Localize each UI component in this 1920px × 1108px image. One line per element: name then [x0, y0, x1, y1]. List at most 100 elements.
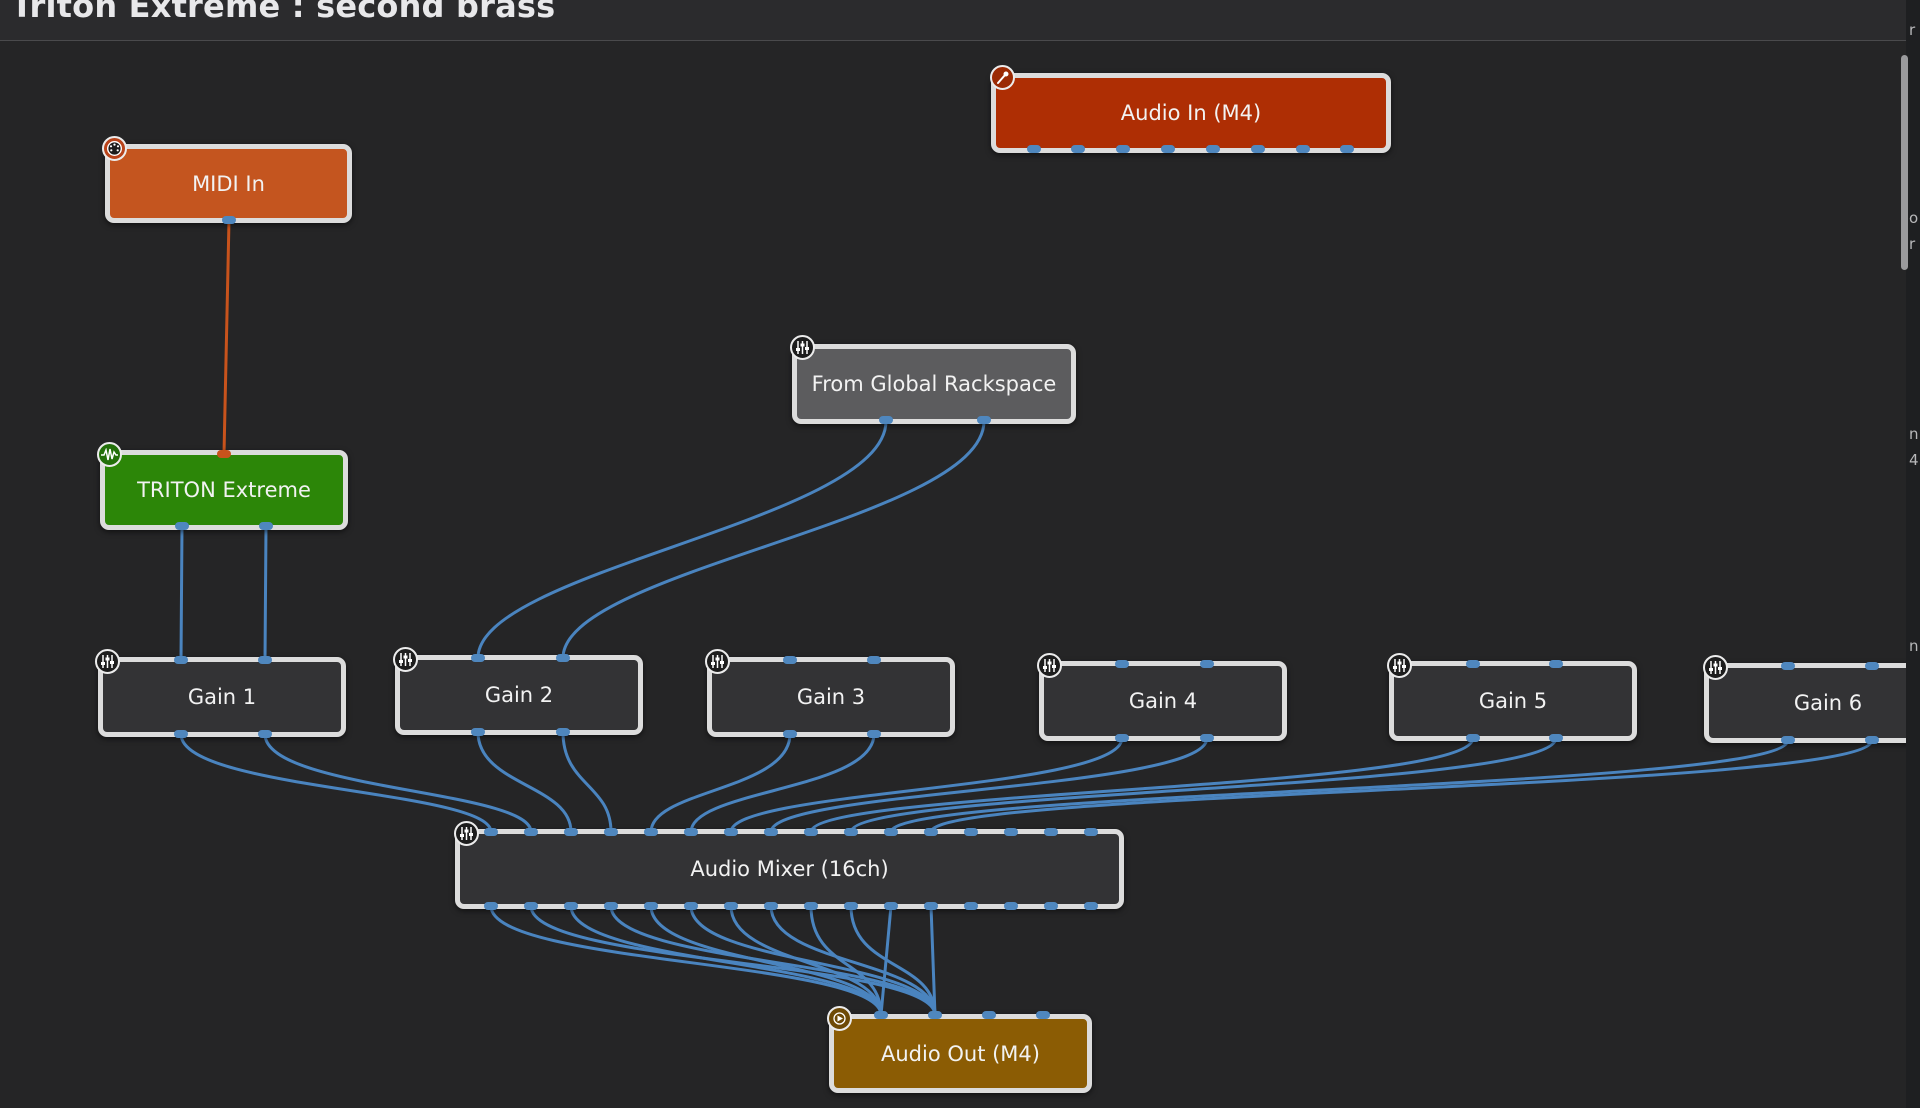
input-pin[interactable]: [174, 656, 188, 664]
output-pin[interactable]: [1161, 145, 1175, 153]
input-pin[interactable]: [484, 828, 498, 836]
input-pin[interactable]: [924, 828, 938, 836]
output-pin[interactable]: [1200, 734, 1214, 742]
node-audio-in[interactable]: Audio In (M4): [991, 73, 1391, 153]
output-pin[interactable]: [1044, 902, 1058, 910]
output-pin[interactable]: [564, 902, 578, 910]
input-pin[interactable]: [844, 828, 858, 836]
input-pin[interactable]: [874, 1011, 888, 1019]
output-pin[interactable]: [1004, 902, 1018, 910]
input-pin[interactable]: [644, 828, 658, 836]
output-pin[interactable]: [783, 730, 797, 738]
output-pin[interactable]: [804, 902, 818, 910]
input-pin[interactable]: [928, 1011, 942, 1019]
output-pin[interactable]: [1084, 902, 1098, 910]
sliders-icon[interactable]: [454, 821, 479, 846]
output-pin[interactable]: [1296, 145, 1310, 153]
input-pin[interactable]: [564, 828, 578, 836]
output-pin[interactable]: [1206, 145, 1220, 153]
output-pin[interactable]: [1027, 145, 1041, 153]
output-pin[interactable]: [684, 902, 698, 910]
input-pin[interactable]: [604, 828, 618, 836]
output-pin[interactable]: [964, 902, 978, 910]
node-gain-6[interactable]: Gain 6: [1704, 663, 1920, 743]
output-pin[interactable]: [884, 902, 898, 910]
input-pin[interactable]: [524, 828, 538, 836]
speaker-icon[interactable]: [827, 1006, 852, 1031]
output-pin[interactable]: [174, 730, 188, 738]
sliders-icon[interactable]: [1703, 655, 1728, 680]
output-pin[interactable]: [844, 902, 858, 910]
output-pin[interactable]: [1781, 736, 1795, 744]
output-pin[interactable]: [604, 902, 618, 910]
sliders-icon[interactable]: [790, 335, 815, 360]
output-pin[interactable]: [879, 416, 893, 424]
output-pin[interactable]: [175, 522, 189, 530]
input-pin[interactable]: [783, 656, 797, 664]
node-gain-2[interactable]: Gain 2: [395, 655, 643, 735]
node-audio-out[interactable]: Audio Out (M4): [829, 1014, 1092, 1093]
input-pin[interactable]: [1865, 662, 1879, 670]
node-gain-1[interactable]: Gain 1: [98, 657, 346, 737]
output-pin[interactable]: [471, 728, 485, 736]
input-pin[interactable]: [1115, 660, 1129, 668]
input-pin[interactable]: [724, 828, 738, 836]
input-pin[interactable]: [684, 828, 698, 836]
vertical-scrollbar-thumb[interactable]: [1901, 55, 1908, 270]
sliders-icon[interactable]: [705, 649, 730, 674]
input-pin[interactable]: [258, 656, 272, 664]
output-pin[interactable]: [1115, 734, 1129, 742]
output-pin[interactable]: [1549, 734, 1563, 742]
microphone-icon[interactable]: [990, 65, 1015, 90]
output-pin[interactable]: [222, 216, 236, 224]
output-pin[interactable]: [1340, 145, 1354, 153]
input-pin[interactable]: [884, 828, 898, 836]
input-pin[interactable]: [1044, 828, 1058, 836]
input-pin[interactable]: [1004, 828, 1018, 836]
node-gain-3[interactable]: Gain 3: [707, 657, 955, 737]
waveform-icon[interactable]: [97, 442, 122, 467]
output-pin[interactable]: [764, 902, 778, 910]
output-pin[interactable]: [977, 416, 991, 424]
midi-port-icon[interactable]: [102, 136, 127, 161]
input-pin[interactable]: [471, 654, 485, 662]
node-label: Audio Mixer (16ch): [690, 857, 889, 881]
input-pin[interactable]: [964, 828, 978, 836]
output-pin[interactable]: [1071, 145, 1085, 153]
output-pin[interactable]: [867, 730, 881, 738]
input-pin[interactable]: [1781, 662, 1795, 670]
output-pin[interactable]: [724, 902, 738, 910]
input-pin[interactable]: [556, 654, 570, 662]
output-pin[interactable]: [1865, 736, 1879, 744]
input-pin[interactable]: [1549, 660, 1563, 668]
node-audio-mixer[interactable]: Audio Mixer (16ch): [455, 829, 1124, 909]
output-pin[interactable]: [556, 728, 570, 736]
input-pin[interactable]: [867, 656, 881, 664]
output-pin[interactable]: [484, 902, 498, 910]
sliders-icon[interactable]: [393, 647, 418, 672]
output-pin[interactable]: [1251, 145, 1265, 153]
input-pin[interactable]: [1036, 1011, 1050, 1019]
input-pin[interactable]: [804, 828, 818, 836]
output-pin[interactable]: [524, 902, 538, 910]
input-pin[interactable]: [1084, 828, 1098, 836]
output-pin[interactable]: [259, 522, 273, 530]
output-pin[interactable]: [1466, 734, 1480, 742]
node-gain-4[interactable]: Gain 4: [1039, 661, 1287, 741]
output-pin[interactable]: [258, 730, 272, 738]
node-gain-5[interactable]: Gain 5: [1389, 661, 1637, 741]
output-pin[interactable]: [644, 902, 658, 910]
input-pin[interactable]: [217, 450, 231, 458]
output-pin[interactable]: [924, 902, 938, 910]
input-pin[interactable]: [982, 1011, 996, 1019]
node-midi-in[interactable]: MIDI In: [105, 144, 352, 223]
node-from-global-rackspace[interactable]: From Global Rackspace: [792, 344, 1076, 424]
sliders-icon[interactable]: [1037, 653, 1062, 678]
input-pin[interactable]: [1466, 660, 1480, 668]
input-pin[interactable]: [764, 828, 778, 836]
node-triton-extreme[interactable]: TRITON Extreme: [100, 450, 348, 530]
sliders-icon[interactable]: [95, 649, 120, 674]
input-pin[interactable]: [1200, 660, 1214, 668]
output-pin[interactable]: [1116, 145, 1130, 153]
sliders-icon[interactable]: [1387, 653, 1412, 678]
